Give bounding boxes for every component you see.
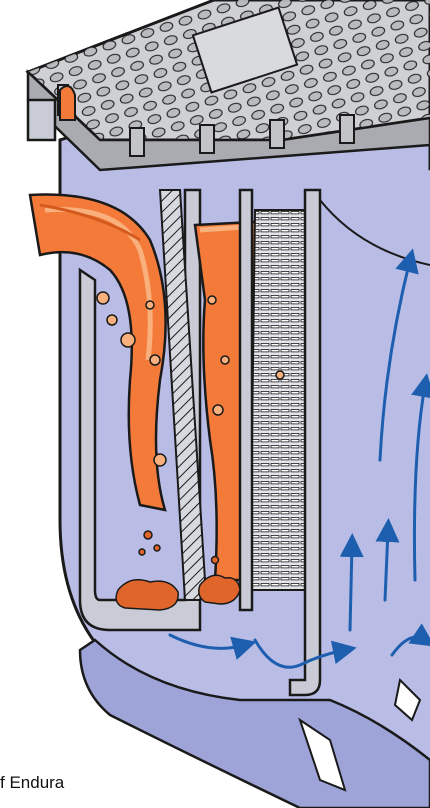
caption-text: f Endura bbox=[0, 773, 64, 793]
perforated-lid bbox=[28, 0, 430, 170]
flow-screen bbox=[250, 210, 305, 590]
